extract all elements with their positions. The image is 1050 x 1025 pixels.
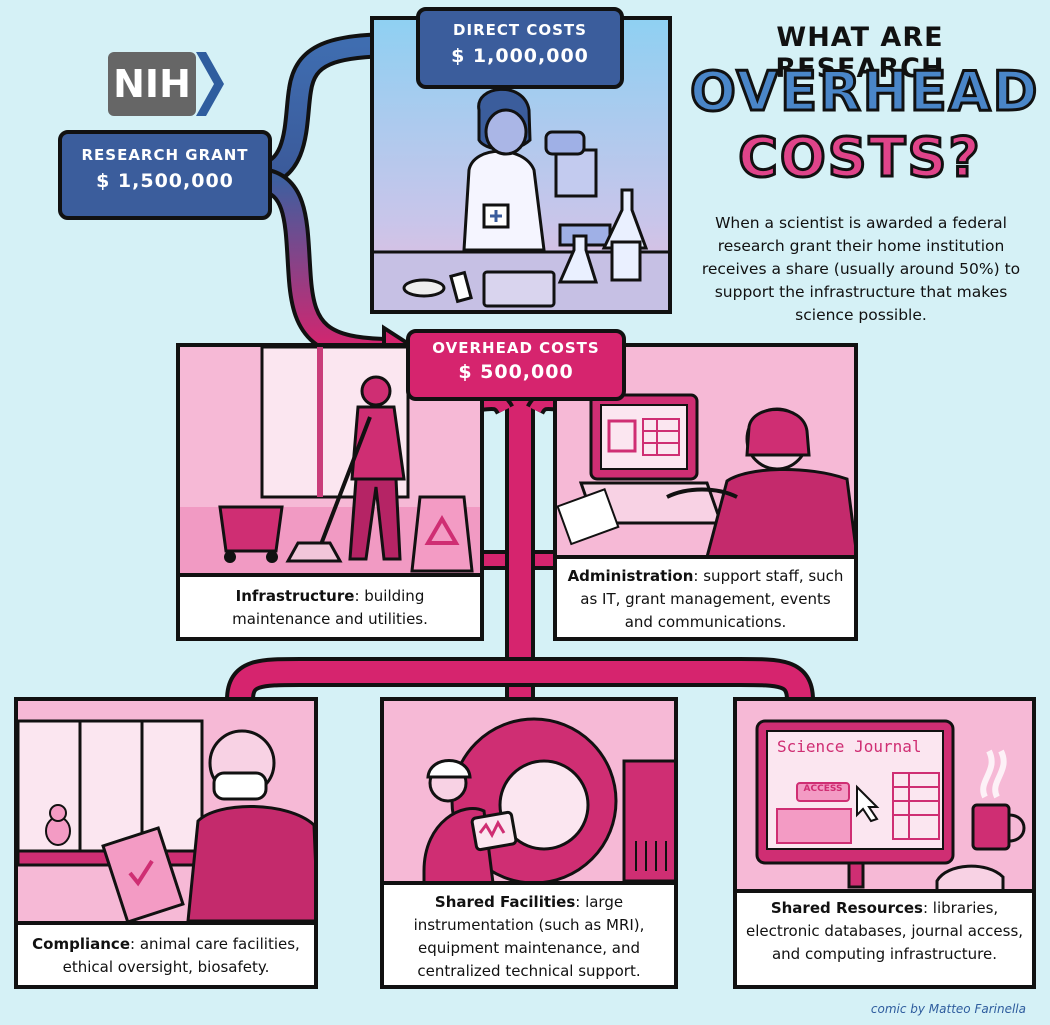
- direct-costs-tag: DIRECT COSTS $ 1,000,000: [416, 7, 624, 89]
- nih-logo: NIH: [108, 52, 224, 116]
- infrastructure-term: Infrastructure: [235, 587, 355, 605]
- intro-text: When a scientist is awarded a federal re…: [701, 214, 1021, 324]
- administration-term: Administration: [567, 567, 694, 585]
- overhead-costs-tag: OVERHEAD COSTS $ 500,000: [406, 329, 626, 401]
- shared-resources-panel: Science Journal ACCESS Shared Resources:…: [733, 697, 1036, 989]
- administration-caption: Administration: support staff, such as I…: [557, 555, 854, 637]
- infrastructure-panel: Infrastructure: building maintenance and…: [176, 343, 484, 641]
- shared-facilities-desc: : large instrumentation (such as MRI), e…: [413, 893, 645, 980]
- scientist-microscope-illustration: [374, 87, 668, 310]
- title-line-1: WHAT ARE RESEARCH: [775, 22, 945, 84]
- shared-resources-term: Shared Resources: [770, 899, 923, 917]
- infrastructure-desc: : building maintenance and utilities.: [232, 587, 428, 628]
- direct-costs-amount: $ 1,000,000: [451, 45, 589, 67]
- research-grant-amount: $ 1,500,000: [96, 170, 234, 192]
- compliance-term: Compliance: [32, 935, 131, 953]
- overhead-costs-amount: $ 500,000: [458, 361, 574, 383]
- overhead-costs-label: OVERHEAD COSTS: [432, 339, 600, 357]
- administration-desc: : support staff, such as IT, grant manag…: [580, 567, 844, 631]
- compliance-desc: : animal care facilities, ethical oversi…: [62, 935, 300, 976]
- infrastructure-caption: Infrastructure: building maintenance and…: [180, 573, 480, 637]
- credit-text: comic by Matteo Farinella: [870, 1002, 1026, 1016]
- title-line-2: OVERHEAD: [689, 59, 1040, 125]
- research-grant-label: RESEARCH GRANT: [81, 146, 249, 164]
- shared-resources-desc: : libraries, electronic databases, journ…: [745, 899, 1024, 963]
- compliance-officer-illustration: [18, 701, 314, 924]
- title-line-3: COSTS?: [737, 125, 982, 191]
- administration-panel: Administration: support staff, such as I…: [553, 343, 858, 641]
- compliance-panel: Compliance: animal care facilities, ethi…: [14, 697, 318, 989]
- compliance-caption: Compliance: animal care facilities, ethi…: [18, 921, 314, 985]
- screen-journal-title: Science Journal: [777, 737, 922, 756]
- screen-access-button: ACCESS: [803, 784, 843, 794]
- nih-logo-text: NIH: [113, 62, 191, 106]
- journal-access-illustration: [737, 701, 1032, 903]
- shared-facilities-panel: Shared Facilities: large instrumentation…: [380, 697, 678, 989]
- research-grant-tag: RESEARCH GRANT $ 1,500,000: [58, 130, 272, 220]
- shared-facilities-term: Shared Facilities: [434, 893, 576, 911]
- shared-facilities-caption: Shared Facilities: large instrumentation…: [384, 881, 674, 985]
- chevron-logo-icon: [196, 52, 224, 116]
- mri-technician-illustration: [384, 701, 674, 893]
- direct-costs-label: DIRECT COSTS: [453, 21, 587, 39]
- shared-resources-caption: Shared Resources: libraries, electronic …: [737, 889, 1032, 985]
